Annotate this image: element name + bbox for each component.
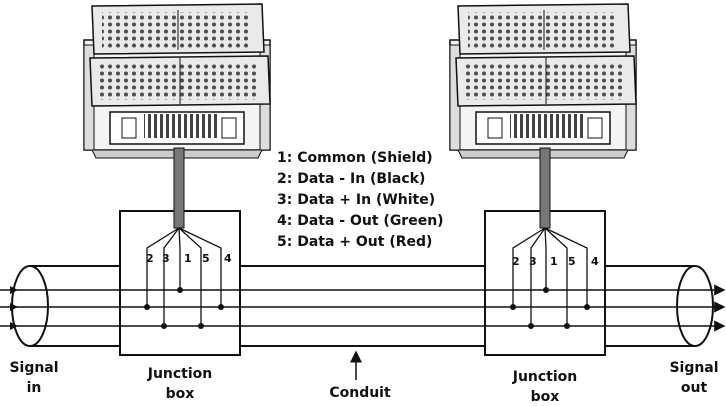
wire-junctions-left	[144, 287, 224, 329]
pin-label: 4	[224, 252, 232, 265]
pin-labels-left: 2 3 1 5 4	[146, 252, 232, 265]
legend-item: 3: Data + In (White)	[277, 192, 435, 208]
pin-label: 5	[568, 255, 576, 268]
conduit	[11, 265, 714, 347]
wire-junctions-right	[510, 287, 590, 329]
pin-label: 3	[529, 255, 537, 268]
signal-out-label: out	[681, 380, 708, 396]
led-fixture-icon	[83, 3, 271, 159]
fixture-cable-left	[173, 147, 185, 229]
pin-label: 3	[162, 252, 170, 265]
signal-wires	[0, 284, 726, 332]
pin-label: 2	[512, 255, 520, 268]
pin-label: 1	[550, 255, 558, 268]
pin-label: 1	[184, 252, 192, 265]
wire-fanout-right	[512, 227, 588, 326]
pin-labels-right: 2 3 1 5 4	[512, 255, 599, 268]
signal-arrow-icon	[10, 286, 18, 330]
junction-box-label: box	[166, 386, 195, 402]
wire-fanout-left	[146, 227, 222, 326]
fixture-cable-right	[539, 147, 551, 229]
pin-label: 5	[202, 252, 210, 265]
legend-item: 4: Data - Out (Green)	[277, 213, 444, 229]
signal-out-label: Signal	[669, 360, 718, 376]
signal-in-label: Signal	[9, 360, 58, 376]
junction-box-label: Junction	[512, 369, 578, 385]
conduit-label: Conduit	[329, 385, 391, 401]
pin-label: 4	[591, 255, 599, 268]
legend-item: 1: Common (Shield)	[277, 150, 433, 166]
junction-box-label: box	[531, 389, 560, 405]
junction-box-label: Junction	[147, 366, 213, 382]
legend-item: 2: Data - In (Black)	[277, 171, 425, 187]
pin-legend: 1: Common (Shield) 2: Data - In (Black) …	[277, 150, 444, 250]
pin-label: 2	[146, 252, 154, 265]
led-fixture-icon	[449, 3, 637, 159]
legend-item: 5: Data + Out (Red)	[277, 234, 432, 250]
signal-in-label: in	[27, 380, 42, 396]
